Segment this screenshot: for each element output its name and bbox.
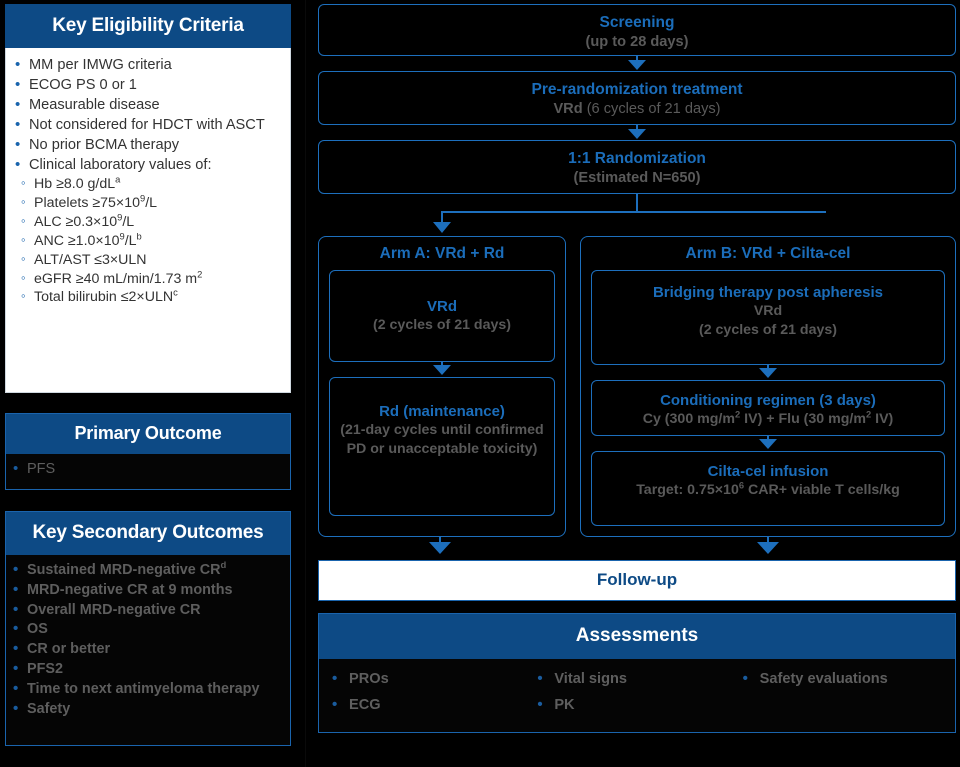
left-panel-column: Key Eligibility Criteria MM per IMWG cri… [5, 4, 291, 746]
assessments-column-2: Vital signsPK [534, 666, 739, 722]
list-item: Not considered for HDCT with ASCT [12, 115, 282, 135]
prerandomization-title: Pre-randomization treatment [531, 81, 743, 98]
list-item: ALC ≥0.3×109/L [12, 213, 282, 231]
arm-b-title: Arm B: VRd + Cilta-cel [685, 245, 851, 262]
eligibility-body: MM per IMWG criteriaECOG PS 0 or 1Measur… [5, 48, 291, 393]
assessments-list-1: PROsECG [329, 666, 534, 718]
list-item: eGFR ≥40 mL/min/1.73 m2 [12, 269, 282, 288]
arm-b-infusion-subtitle: Target: 0.75×106 CAR+ viable T cells/kg [636, 480, 900, 499]
secondary-outcomes-title: Key Secondary Outcomes [5, 511, 291, 555]
primary-outcome-list: PFS [10, 459, 284, 479]
arm-b-bridging-box: Bridging therapy post apheresis VRd (2 c… [591, 270, 945, 365]
prerandomization-regimen: VRd [553, 100, 583, 117]
list-item: Sustained MRD-negative CRd [10, 560, 284, 580]
assessments-column-3: Safety evaluations [740, 666, 945, 722]
assessments-title: Assessments [318, 613, 956, 659]
list-item: Overall MRD-negative CR [10, 600, 284, 620]
screening-box: Screening (up to 28 days) [318, 4, 956, 56]
arrows-to-followup [318, 537, 956, 560]
arm-b-bridging-subtitle: (2 cycles of 21 days) [698, 321, 837, 338]
arm-b-bridging-title: Bridging therapy post apheresis [652, 284, 884, 301]
arrow-screening-to-prerand [318, 56, 956, 71]
assessments-panel: Assessments PROsECG Vital signsPK Safety… [318, 613, 956, 733]
primary-outcome-title: Primary Outcome [5, 413, 291, 454]
arm-b-container: Arm B: VRd + Cilta-cel Bridging therapy … [580, 236, 956, 537]
randomization-subtitle: (Estimated N=650) [573, 169, 701, 186]
list-item: MRD-negative CR at 9 months [10, 580, 284, 600]
randomization-split-connector [318, 194, 956, 236]
list-item: Safety evaluations [740, 666, 945, 692]
assessments-body: PROsECG Vital signsPK Safety evaluations [318, 659, 956, 733]
arm-a-vrd-title: VRd [427, 298, 457, 315]
list-item: Safety [10, 699, 284, 719]
primary-outcome-panel: Primary Outcome PFS [5, 413, 291, 490]
list-item: PFS [10, 459, 284, 479]
screening-subtitle: (up to 28 days) [585, 33, 689, 50]
list-item: No prior BCMA therapy [12, 135, 282, 155]
list-item: PROs [329, 666, 534, 692]
arm-b-conditioning-subtitle: Cy (300 mg/m2 IV) + Flu (30 mg/m2 IV) [642, 409, 894, 428]
list-item: PFS2 [10, 659, 284, 679]
list-item: Vital signs [534, 666, 739, 692]
primary-outcome-body: PFS [5, 454, 291, 490]
list-item: Total bilirubin ≤2×ULNc [12, 288, 282, 306]
arm-b-bridging-regimen: VRd [753, 303, 783, 320]
flow-column: Screening (up to 28 days) Pre-randomizat… [318, 4, 956, 733]
eligibility-list: MM per IMWG criteriaECOG PS 0 or 1Measur… [12, 55, 282, 307]
list-item: MM per IMWG criteria [12, 55, 282, 75]
secondary-outcomes-body: Sustained MRD-negative CRdMRD-negative C… [5, 555, 291, 746]
list-item: CR or better [10, 639, 284, 659]
arrow-prerand-to-rand [318, 125, 956, 140]
eligibility-title: Key Eligibility Criteria [5, 4, 291, 48]
secondary-outcomes-panel: Key Secondary Outcomes Sustained MRD-neg… [5, 511, 291, 746]
assessments-list-3: Safety evaluations [740, 666, 945, 692]
arm-a-vrd-subtitle: (2 cycles of 21 days) [372, 317, 511, 334]
assessments-column-1: PROsECG [329, 666, 534, 722]
list-item: ALT/AST ≤3×ULN [12, 251, 282, 269]
arm-a-rd-title: Rd (maintenance) [379, 403, 505, 420]
arm-a-rd-subtitle: (21-day cycles until confirmed PD or una… [340, 422, 544, 457]
prerandomization-cycles: (6 cycles of 21 days) [582, 100, 721, 117]
treatment-arms-row: Arm A: VRd + Rd VRd (2 cycles of 21 days… [318, 236, 956, 537]
arm-b-infusion-title: Cilta-cel infusion [707, 463, 829, 480]
eligibility-panel: Key Eligibility Criteria MM per IMWG cri… [5, 4, 291, 393]
list-item: Platelets ≥75×109/L [12, 194, 282, 212]
arm-b-conditioning-title: Conditioning regimen (3 days) [660, 392, 876, 409]
list-item: ECOG PS 0 or 1 [12, 75, 282, 95]
column-divider [305, 0, 306, 767]
arm-a-rd-box: Rd (maintenance) (21-day cycles until co… [329, 377, 555, 516]
list-item: OS [10, 619, 284, 639]
arm-a-container: Arm A: VRd + Rd VRd (2 cycles of 21 days… [318, 236, 566, 537]
arrow-armb-conditioning-to-infusion [591, 436, 945, 451]
arm-b-infusion-box: Cilta-cel infusion Target: 0.75×106 CAR+… [591, 451, 945, 526]
followup-box: Follow-up [318, 560, 956, 601]
list-item: Measurable disease [12, 95, 282, 115]
list-item: PK [534, 692, 739, 718]
arm-b-conditioning-box: Conditioning regimen (3 days) Cy (300 mg… [591, 380, 945, 436]
randomization-box: 1:1 Randomization (Estimated N=650) [318, 140, 956, 194]
screening-title: Screening [599, 14, 675, 31]
prerandomization-subtitle: VRd (6 cycles of 21 days) [325, 100, 949, 119]
arrow-arma-vrd-to-rd [329, 362, 555, 377]
arrow-armb-bridging-to-conditioning [591, 365, 945, 380]
assessments-list-2: Vital signsPK [534, 666, 739, 718]
prerandomization-box: Pre-randomization treatment VRd (6 cycle… [318, 71, 956, 125]
arm-a-title: Arm A: VRd + Rd [379, 245, 505, 262]
randomization-title: 1:1 Randomization [568, 150, 706, 167]
list-item: ANC ≥1.0×109/Lb [12, 231, 282, 250]
list-item: Hb ≥8.0 g/dLa [12, 175, 282, 193]
list-item: ECG [329, 692, 534, 718]
list-item: Clinical laboratory values of: [12, 155, 282, 175]
arm-a-vrd-box: VRd (2 cycles of 21 days) [329, 270, 555, 362]
list-item: Time to next antimyeloma therapy [10, 679, 284, 699]
secondary-outcomes-list: Sustained MRD-negative CRdMRD-negative C… [10, 560, 284, 719]
